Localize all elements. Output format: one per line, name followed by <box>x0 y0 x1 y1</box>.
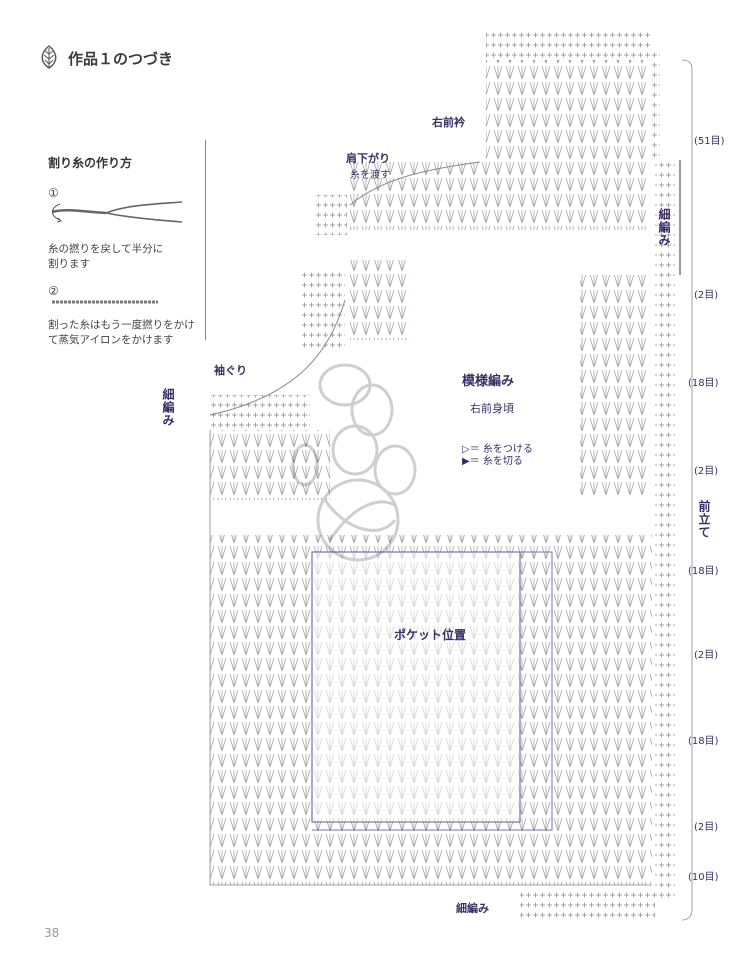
step1-text: 糸の撚りを戻して半分に割ります <box>48 243 164 270</box>
right-collar-label: 右前衿 <box>432 116 465 129</box>
sleeve-hole-label: 袖ぐり <box>214 364 247 377</box>
stitch-count-2: (2目) <box>694 290 719 301</box>
join-yarn-legend: ▷＝ 糸をつける <box>462 444 533 455</box>
front-band-label: 前立て <box>697 500 711 539</box>
page-title: 作品１のつづき <box>68 50 174 68</box>
single-crochet-right-label: 細編み <box>657 208 671 247</box>
step1-number: ① <box>48 186 59 200</box>
single-crochet-bottom-label: 細編み <box>456 902 489 915</box>
leaf-icon <box>36 44 62 70</box>
pocket-position-label: ポケット位置 <box>394 628 467 642</box>
split-yarn-heading: 割り糸の作り方 <box>48 156 133 170</box>
shoulder-drop-label: 肩下がり <box>346 152 390 165</box>
stitch-count-2: (2目) <box>694 650 719 661</box>
twisted-yarn-illustration <box>46 200 186 226</box>
page-number: 38 <box>44 926 60 940</box>
stitch-count-18: (18目) <box>688 736 719 747</box>
split-yarn-illustration <box>50 298 160 306</box>
cut-yarn-legend: ▶＝ 糸を切る <box>462 456 523 467</box>
divider <box>205 140 206 340</box>
pattern-stitch-label: 模様編み <box>462 374 515 389</box>
step2-number: ② <box>48 284 59 298</box>
single-crochet-left-label: 細編み <box>161 388 175 427</box>
right-front-body-label: 右前身頃 <box>470 402 514 415</box>
stitch-count-10: (10目) <box>688 872 719 883</box>
stitch-count-2: (2目) <box>694 466 719 477</box>
stitch-count-2: (2目) <box>694 822 719 833</box>
stitch-count-51: (51目) <box>694 136 725 147</box>
stitch-count-18: (18目) <box>688 378 719 389</box>
stitch-count-18: (18目) <box>688 566 719 577</box>
step2-text: 割った糸はもう一度撚りをかけて蒸気アイロンをかけます <box>48 319 195 346</box>
pass-yarn-label: 糸を渡す <box>350 170 390 181</box>
